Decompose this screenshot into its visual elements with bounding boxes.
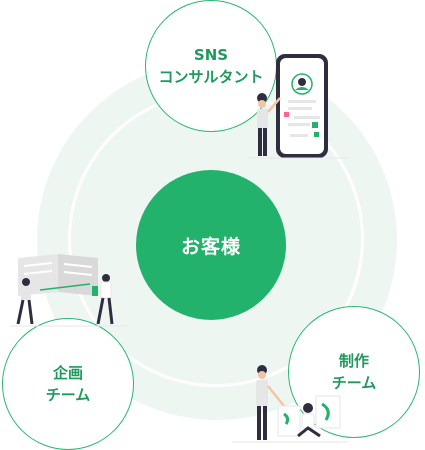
sns-consultant-label-line2: コンサルタント [158, 68, 264, 86]
production-team-label-line2: チーム [331, 374, 377, 392]
production-panels-illustration [232, 365, 348, 443]
customer-label: お客様 [180, 235, 241, 258]
customer-circle: お客様 [136, 170, 286, 320]
production-team-label-line1: 制作 [338, 352, 369, 370]
planning-team-circle: 企画 チーム [2, 318, 134, 450]
planning-team-label-line2: チーム [45, 386, 91, 404]
consultant-phone-illustration [248, 54, 348, 159]
sns-consultant-label-line1: SNS [193, 46, 229, 64]
planning-book-illustration [10, 254, 128, 327]
sns-consultant-circle: SNS コンサルタント [145, 0, 277, 132]
planning-team-label-line1: 企画 [52, 364, 83, 382]
